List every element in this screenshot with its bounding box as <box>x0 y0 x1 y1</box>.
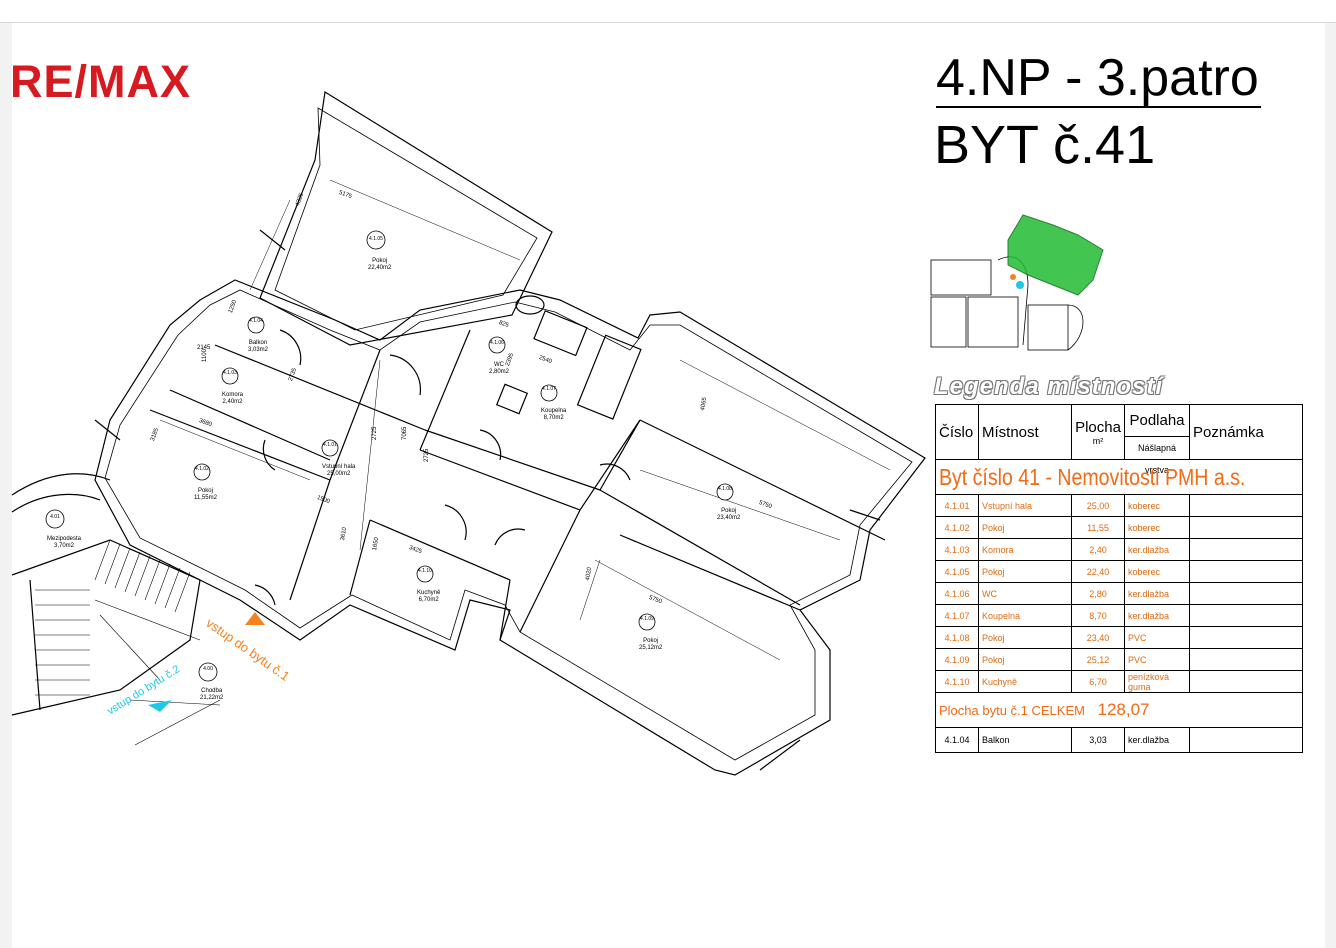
legend-cell-floor: koberec <box>1124 516 1190 539</box>
plan-room-number: 4.1.10 <box>418 568 432 574</box>
legend-cell-area: 6,70 <box>1071 670 1125 693</box>
legend-balcony-row: 4.1.04 Balkon 3,03 ker.dlažba <box>935 727 1304 753</box>
legend-cell-area: 8,70 <box>1071 604 1125 627</box>
legend-cell-floor: koberec <box>1124 560 1190 583</box>
remax-logo: RE/MAX <box>10 56 192 107</box>
legend-cell-area: 25,12 <box>1071 648 1125 671</box>
plan-room-number: 4.1.09 <box>640 616 654 622</box>
legend-cell-floor: ker.dlažba <box>1124 604 1190 627</box>
col-mistnost: Místnost <box>978 404 1072 460</box>
legend-cell-name: Komora <box>978 538 1072 561</box>
legend-cell-name: Pokoj <box>978 626 1072 649</box>
legend-cell-name: Pokoj <box>978 560 1072 583</box>
legend-cell-area: 23,40 <box>1071 626 1125 649</box>
plan-dimension: 2145 <box>197 345 211 351</box>
plan-room-number: 4.1.01 <box>323 442 337 448</box>
legend-subtitle: Byt číslo 41 - Nemovitosti PMH a.s. <box>935 459 1249 495</box>
legend-cell-no: 4.1.03 <box>935 538 979 561</box>
col-cislo: Číslo <box>935 404 979 460</box>
legend-cell-no: 4.1.06 <box>935 582 979 605</box>
plan-room-number: 4.01 <box>50 514 60 520</box>
legend-cell-name: Pokoj <box>978 648 1072 671</box>
legend-cell-area: 2,40 <box>1071 538 1125 561</box>
plan-room-number: 4.00 <box>203 666 213 672</box>
top-bar <box>0 0 1336 23</box>
legend-cell-no: 4.1.08 <box>935 626 979 649</box>
legend-cell-no: 4.1.02 <box>935 516 979 539</box>
legend-cell-floor: penízková guma <box>1124 670 1190 693</box>
legend-cell-name: Koupelna <box>978 604 1072 627</box>
legend-cell-name: Kuchyně <box>978 670 1072 693</box>
legend-cell-area: 11,55 <box>1071 516 1125 539</box>
location-key-map <box>930 214 1104 351</box>
legend-title: Legenda místností <box>934 373 1164 400</box>
plan-room-number: 4.1.06 <box>490 340 504 346</box>
legend-cell-no: 4.1.09 <box>935 648 979 671</box>
legend-cell-floor: ker.dlažba <box>1124 582 1190 605</box>
plan-room-number: 4.1.07 <box>542 386 556 392</box>
legend-cell-floor: koberec <box>1124 494 1190 517</box>
unit-title: BYT č.41 <box>934 115 1156 175</box>
plan-room-number: 4.1.05 <box>369 236 383 242</box>
legend-cell-floor: PVC <box>1124 648 1190 671</box>
plan-room-number: 4.1.08 <box>718 486 732 492</box>
floor-title: 4.NP - 3.patro <box>936 49 1261 108</box>
legend-cell-floor: PVC <box>1124 626 1190 649</box>
legend-cell-area: 2,80 <box>1071 582 1125 605</box>
legend-cell-name: Vstupní hala <box>978 494 1072 517</box>
plan-dimension: 1100 <box>202 349 208 362</box>
plan-room-number: 4.1.03 <box>223 370 237 376</box>
col-poznamka: Poznámka <box>1188 404 1304 460</box>
plan-room-number: 4.1.02 <box>195 466 209 472</box>
legend-cell-area: 25,00 <box>1071 494 1125 517</box>
legend-cell-no: 4.1.01 <box>935 494 979 517</box>
plan-dimension: 7065 <box>402 426 408 440</box>
legend-cell-name: WC <box>978 582 1072 605</box>
legend-cell-no: 4.1.10 <box>935 670 979 693</box>
plan-dimension: 2725 <box>372 426 378 440</box>
plan-room-number: 4.1.04 <box>249 318 263 324</box>
legend-cell-no: 4.1.05 <box>935 560 979 583</box>
plan-dimension: 2725 <box>424 448 430 462</box>
legend-total: Plocha bytu č.1 CELKEM 128,07 <box>934 692 1304 728</box>
legend-cell-name: Pokoj <box>978 516 1072 539</box>
legend-cell-no: 4.1.07 <box>935 604 979 627</box>
legend-cell-area: 22,40 <box>1071 560 1125 583</box>
legend-cell-floor: ker.dlažba <box>1124 538 1190 561</box>
